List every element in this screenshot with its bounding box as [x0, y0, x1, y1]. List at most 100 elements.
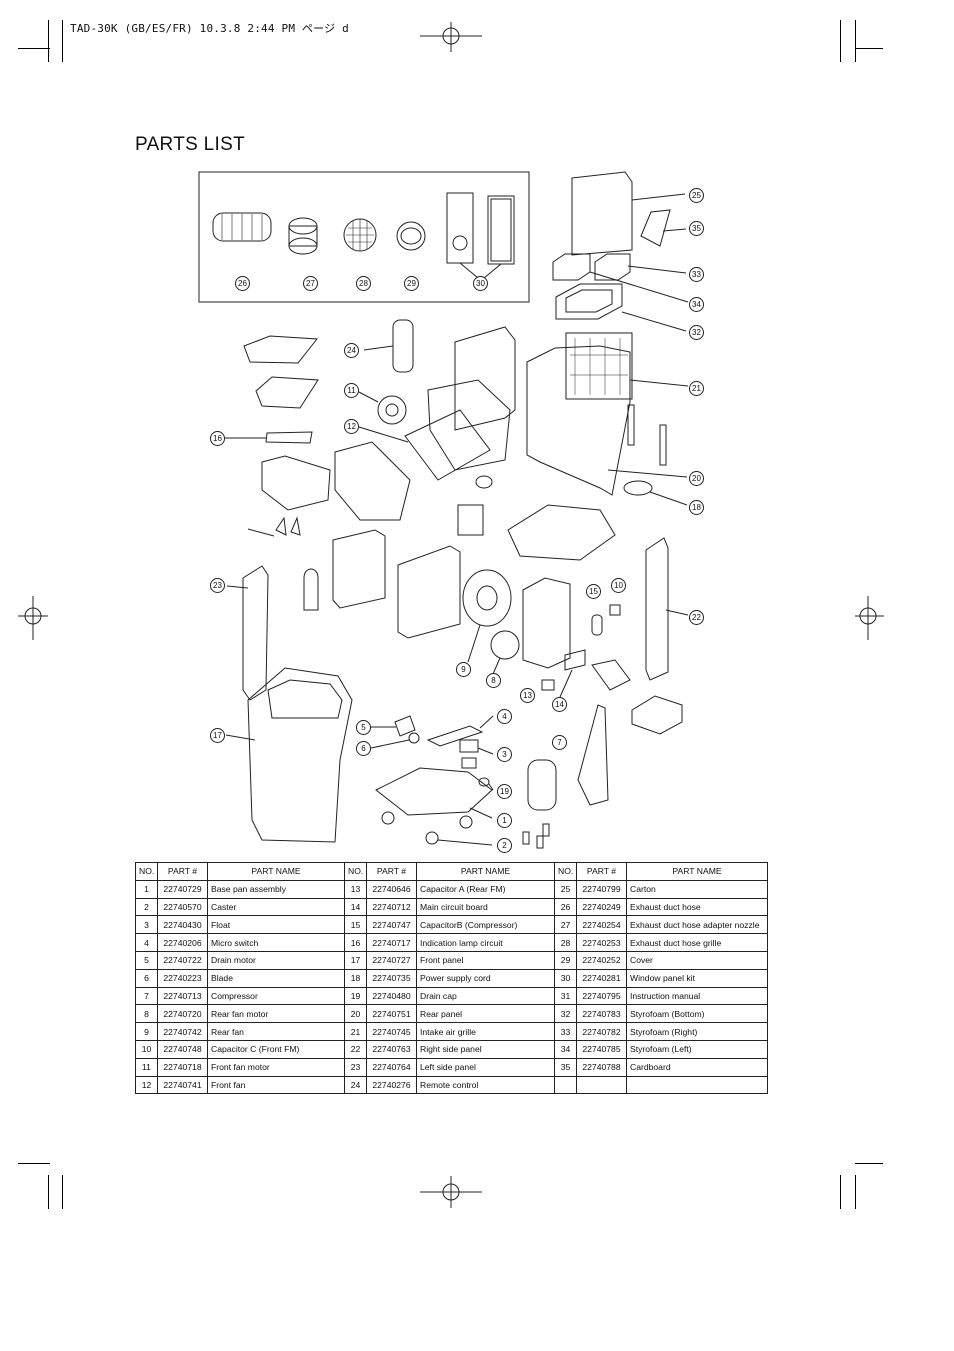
- part-name: Intake air grille: [416, 1022, 555, 1041]
- part-number-index: 8: [135, 1004, 158, 1024]
- column-header: NO.: [344, 862, 367, 881]
- rear-panel-drawing: [526, 345, 631, 496]
- part-name: Left side panel: [416, 1057, 555, 1077]
- part-number-index: 1: [135, 879, 158, 899]
- part-name: Styrofoam (Left): [626, 1039, 768, 1059]
- part-number-index: 34: [554, 1039, 577, 1059]
- column-header: PART NAME: [416, 862, 555, 881]
- part-name: CapacitorB (Compressor): [416, 915, 555, 935]
- part-name: Caster: [207, 897, 345, 917]
- part-name: Micro switch: [207, 933, 345, 952]
- part-number-index: 10: [135, 1039, 158, 1059]
- callout-29: 29: [404, 276, 419, 291]
- part-number-index: 30: [554, 968, 577, 988]
- callout-14: 14: [552, 697, 567, 712]
- part-code: 22740764: [366, 1057, 417, 1077]
- part-name: [626, 1075, 768, 1095]
- column-header: NO.: [554, 862, 577, 881]
- part-code: 22740646: [366, 879, 417, 899]
- part-name: Rear fan motor: [207, 1004, 345, 1024]
- part-number-index: 11: [135, 1057, 158, 1077]
- callout-32: 32: [689, 325, 704, 340]
- part-number-index: 6: [135, 968, 158, 988]
- part-number-index: 9: [135, 1022, 158, 1041]
- part-code: 22740281: [576, 968, 627, 988]
- callout-22: 22: [689, 610, 704, 625]
- carton-drawing: [571, 171, 633, 256]
- part-code: 22740763: [366, 1039, 417, 1059]
- callout-5: 5: [356, 720, 371, 735]
- condenser-drawing: [332, 529, 386, 609]
- part-code: 22740783: [576, 1004, 627, 1024]
- part-code: 22740729: [157, 879, 208, 899]
- part-number-index: 31: [554, 986, 577, 1006]
- part-code: 22740249: [576, 897, 627, 917]
- part-code: 22740480: [366, 986, 417, 1006]
- part-code: 22740252: [576, 950, 627, 970]
- part-code: 22740720: [157, 1004, 208, 1024]
- registration-mark-top: [420, 22, 482, 52]
- part-name: Front panel: [416, 950, 555, 970]
- callout-20: 20: [689, 471, 704, 486]
- registration-mark-left: [18, 596, 48, 640]
- base-pan-drawing: [375, 767, 493, 816]
- part-number-index: 2: [135, 897, 158, 917]
- part-name: Exhaust duct hose: [626, 897, 768, 917]
- right-side-panel-drawing: [645, 537, 669, 681]
- part-number-index: 32: [554, 1004, 577, 1024]
- callout-8: 8: [486, 673, 501, 688]
- part-number-index: 27: [554, 915, 577, 935]
- column-header: PART #: [366, 862, 417, 881]
- part-code: 22740717: [366, 933, 417, 952]
- part-number-index: 3: [135, 915, 158, 935]
- part-number-index: 16: [344, 933, 367, 952]
- part-name: Blade: [207, 968, 345, 988]
- column-header: PART NAME: [207, 862, 345, 881]
- callout-28: 28: [356, 276, 371, 291]
- registration-mark-bottom: [420, 1176, 482, 1208]
- callout-24: 24: [344, 343, 359, 358]
- part-code: 22740718: [157, 1057, 208, 1077]
- part-name: Styrofoam (Right): [626, 1022, 768, 1041]
- part-code: 22740741: [157, 1075, 208, 1095]
- part-name: Remote control: [416, 1075, 555, 1095]
- callout-27: 27: [303, 276, 318, 291]
- column-header: PART NAME: [626, 862, 768, 881]
- callout-33: 33: [689, 267, 704, 282]
- part-code: 22740742: [157, 1022, 208, 1041]
- part-name: Float: [207, 915, 345, 935]
- part-name: Drain cap: [416, 986, 555, 1006]
- accessory-kit-box: [198, 171, 530, 303]
- exhaust-duct-hose-drawing: [212, 212, 272, 242]
- part-code: 22740735: [366, 968, 417, 988]
- part-code: 22740747: [366, 915, 417, 935]
- callout-6: 6: [356, 741, 371, 756]
- part-number-index: 14: [344, 897, 367, 917]
- part-code: 22740745: [366, 1022, 417, 1041]
- part-code: 22740253: [576, 933, 627, 952]
- callout-34: 34: [689, 297, 704, 312]
- part-number-index: 7: [135, 986, 158, 1006]
- part-code: 22740206: [157, 933, 208, 952]
- front-panel-drawing: [247, 667, 353, 843]
- callout-19: 19: [497, 784, 512, 799]
- remote-control-drawing: [392, 319, 414, 373]
- part-code: [576, 1075, 627, 1095]
- part-code: 22740795: [576, 986, 627, 1006]
- callout-12: 12: [344, 419, 359, 434]
- callout-3: 3: [497, 747, 512, 762]
- front-fan-housing-drawing: [427, 379, 511, 471]
- part-code: 22740570: [157, 897, 208, 917]
- file-header: TAD-30K (GB/ES/FR) 10.3.8 2:44 PM ページ d: [70, 22, 349, 35]
- part-number-index: 5: [135, 950, 158, 970]
- callout-4: 4: [497, 709, 512, 724]
- callout-23: 23: [210, 578, 225, 593]
- part-name: Right side panel: [416, 1039, 555, 1059]
- callout-15: 15: [586, 584, 601, 599]
